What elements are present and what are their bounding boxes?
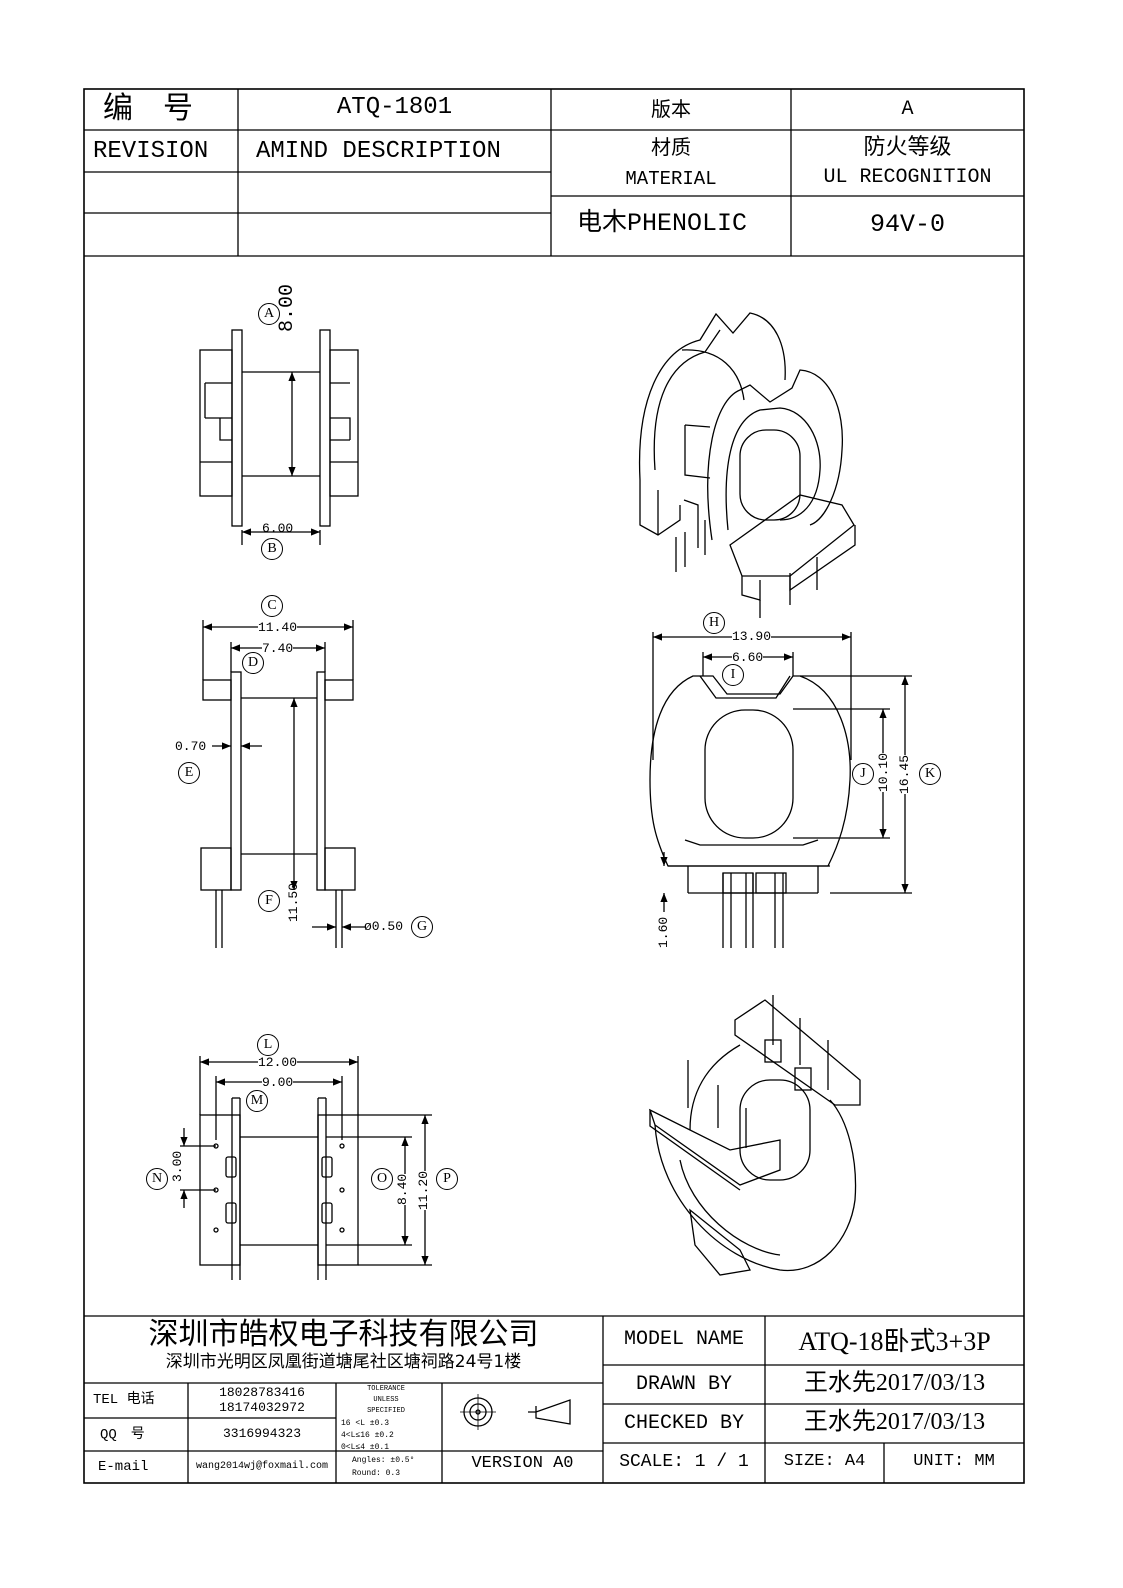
- ul-label-cn: 防火等级: [863, 134, 952, 159]
- view-right-front: [649, 632, 912, 948]
- dim-d-value: 7.40: [262, 641, 294, 656]
- ul-label-en: UL RECOGNITION: [823, 166, 992, 189]
- tolerance-title-2: UNLESS: [373, 1396, 399, 1404]
- drawing-version-label: VERSION A0: [471, 1454, 574, 1473]
- view-bottom: [180, 1056, 432, 1280]
- dim-callout-i: I: [722, 664, 744, 686]
- revision-label: REVISION: [93, 138, 209, 165]
- dim-p-value: 11.20: [416, 1170, 431, 1210]
- model-name-label: MODEL NAME: [623, 1328, 745, 1351]
- projection-symbol: [460, 1394, 571, 1430]
- unit-label: UNIT: MM: [913, 1452, 995, 1471]
- dim-c-value: 11.40: [258, 620, 298, 635]
- company-address: 深圳市光明区凤凰街道塘尾社区塘祠路24号1楼: [165, 1352, 522, 1372]
- tolerance-row-1: 16 <L ±0.3: [341, 1419, 390, 1428]
- tel-number-1: 18028783416: [219, 1385, 305, 1400]
- dim-i-value: 6.60: [732, 650, 764, 665]
- checked-by-label: CHECKED BY: [623, 1412, 745, 1435]
- tolerance-title-3: SPECIFIED: [367, 1407, 405, 1415]
- version-value: A: [901, 98, 914, 121]
- ul-value: 94V-0: [869, 210, 945, 239]
- dim-callout-f: F: [258, 890, 280, 912]
- checked-by-value: 王水先2017/03/13: [803, 1409, 986, 1435]
- view-top: [199, 329, 359, 545]
- dim-callout-j: J: [852, 763, 874, 785]
- dim-callout-o: O: [371, 1168, 393, 1190]
- pin-length-value: 1.60: [656, 916, 671, 948]
- dim-callout-l: L: [257, 1034, 279, 1056]
- material-label-cn: 材质: [651, 137, 691, 159]
- dim-callout-k: K: [919, 763, 941, 785]
- dim-k-value: 16.45: [897, 754, 912, 794]
- tel-label: TEL 电话: [93, 1392, 155, 1408]
- dim-callout-g: G: [411, 916, 433, 938]
- dim-callout-a: A: [258, 303, 280, 325]
- dim-f-value: 11.50: [286, 882, 301, 922]
- tolerance-title-1: TOLERANCE: [367, 1385, 405, 1393]
- drawn-by-value: 王水先2017/03/13: [803, 1370, 986, 1396]
- tolerance-row-5: Round: 0.3: [352, 1469, 401, 1478]
- dim-a-value: 8.00: [276, 283, 299, 332]
- dim-m-value: 9.00: [262, 1075, 294, 1090]
- email-value: wang2014wj@foxmail.com: [195, 1461, 329, 1472]
- qq-value: 3316994323: [222, 1426, 301, 1441]
- tel-number-2: 18174032972: [219, 1400, 305, 1415]
- dim-callout-m: M: [246, 1090, 268, 1112]
- email-label: E-mail: [98, 1459, 149, 1475]
- dim-callout-n: N: [146, 1168, 168, 1190]
- dim-e-value: 0.70: [175, 739, 207, 754]
- amend-description-label: AMIND DESCRIPTION: [256, 138, 501, 165]
- version-label: 版本: [651, 99, 691, 121]
- dim-callout-b: B: [261, 538, 283, 560]
- dim-callout-p: P: [436, 1168, 458, 1190]
- model-name-value: ATQ-18卧式3+3P: [798, 1327, 991, 1356]
- dim-o-value: 8.40: [395, 1173, 410, 1205]
- number-value: ATQ-1801: [336, 94, 453, 121]
- dim-callout-h: H: [703, 612, 725, 634]
- number-label: 编 号: [103, 92, 193, 125]
- dim-g-value: ø0.50: [364, 919, 404, 934]
- dim-l-value: 12.00: [258, 1055, 298, 1070]
- size-label: SIZE: A4: [783, 1452, 866, 1471]
- tolerance-row-3: 0<L≤4 ±0.1: [341, 1443, 390, 1452]
- material-value: 电木PHENOLIC: [576, 209, 748, 238]
- dim-callout-c: C: [261, 595, 283, 617]
- drawn-by-label: DRAWN BY: [635, 1373, 732, 1396]
- dim-callout-d: D: [242, 652, 264, 674]
- view-front: [200, 620, 366, 948]
- tolerance-row-4: Angles: ±0.5°: [352, 1456, 415, 1465]
- dim-n-value: 3.00: [170, 1150, 185, 1182]
- dim-j-value: 10.10: [876, 752, 891, 792]
- scale-label: SCALE: 1 / 1: [619, 1452, 749, 1472]
- company-name: 深圳市皓权电子科技有限公司: [148, 1318, 539, 1351]
- isometric-view-bottom: [648, 995, 861, 1276]
- dim-callout-e: E: [178, 762, 200, 784]
- dim-b-value: 6.00: [262, 521, 294, 536]
- isometric-view-top: [638, 312, 856, 618]
- dim-h-value: 13.90: [732, 629, 772, 644]
- material-label-en: MATERIAL: [625, 168, 717, 190]
- qq-label: QQ 号: [100, 1427, 145, 1443]
- tolerance-row-2: 4<L≤16 ±0.2: [341, 1431, 394, 1440]
